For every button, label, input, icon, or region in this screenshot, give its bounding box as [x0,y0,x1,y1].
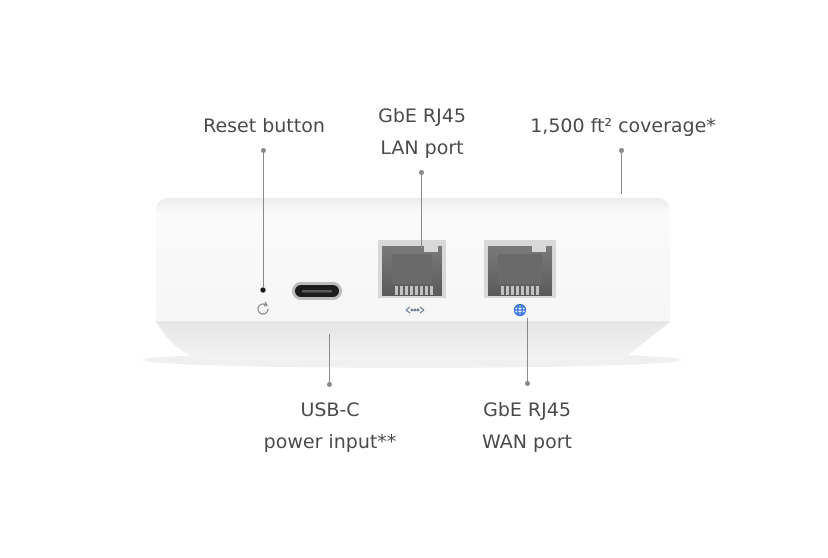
reset-button-label: Reset button [203,115,325,137]
usbc-label-line2: power input** [263,431,397,453]
wan-port-label-line1: GbE RJ45 [483,399,571,421]
coverage-leader-line [621,150,622,194]
coverage-label: 1,500 ft² coverage* [530,115,716,137]
reset-leader-line [263,150,264,288]
device-bottom-bevel [156,322,670,360]
lan-port [378,240,446,298]
lan-port-label: GbE RJ45 LAN port [352,100,492,164]
wan-port-label-line2: WAN port [482,431,572,453]
usbc-leader-line [329,334,330,384]
wan-port [484,240,556,298]
reset-arrow-icon [257,301,269,315]
wan-leader-dot [525,381,530,386]
wan-port-label: GbE RJ45 WAN port [457,394,597,458]
reset-pinhole [260,287,266,293]
lan-leader-line [421,172,422,248]
globe-icon [513,303,527,317]
usbc-label-line1: USB-C [300,399,360,421]
lan-port-label-line1: GbE RJ45 [378,105,466,127]
lan-arrows-icon [405,306,425,314]
lan-port-label-line2: LAN port [380,137,464,159]
usbc-leader-dot [327,382,332,387]
wan-leader-line [527,318,528,382]
usbc-label: USB-C power input** [250,394,410,458]
